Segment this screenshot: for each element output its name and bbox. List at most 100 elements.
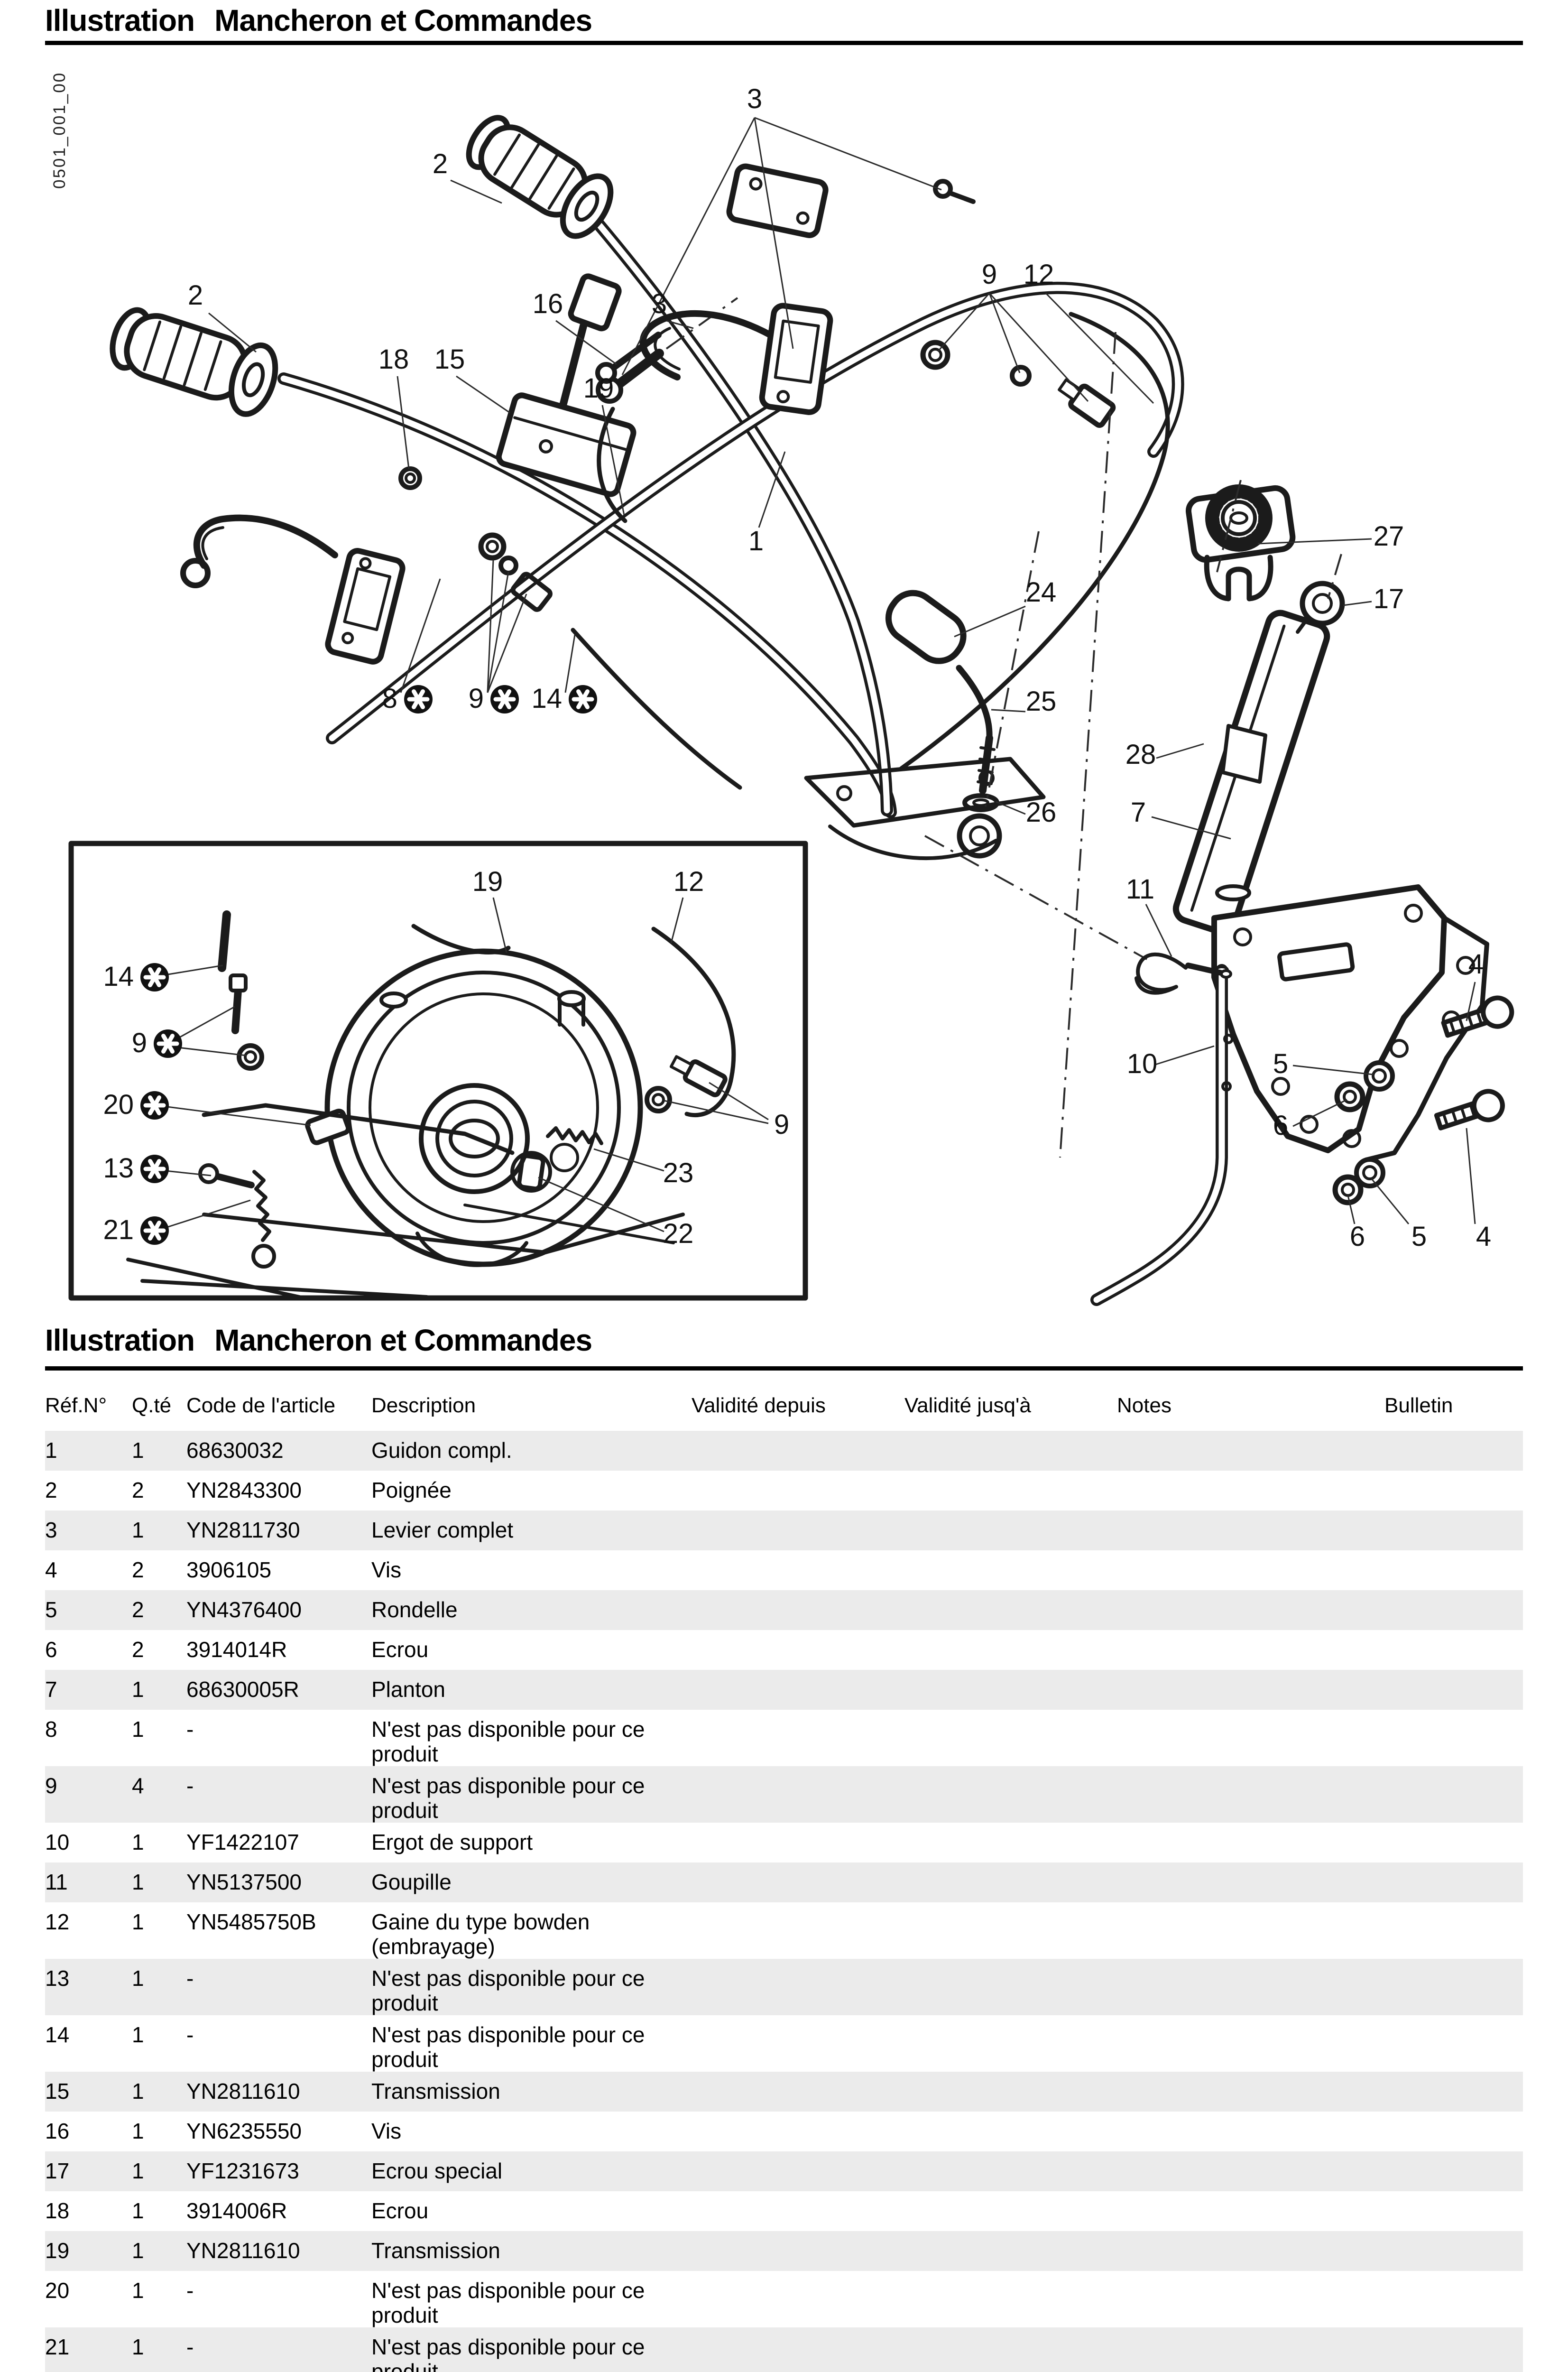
callout-label: 6 <box>1273 1110 1288 1141</box>
inset-detail-box <box>68 841 808 1301</box>
cell-ref: 2 <box>45 1478 57 1502</box>
cell-qty: 2 <box>132 1478 144 1502</box>
callout-label: 26 <box>1026 797 1057 828</box>
cell-description: N'est pas disponible pour ce produit <box>371 1966 645 2015</box>
cell-code: 68630005R <box>186 1677 299 1702</box>
cell-code: YN2811610 <box>186 2238 300 2263</box>
cell-description: Vis <box>371 1557 402 1582</box>
callout-label: 3 <box>652 288 667 319</box>
cell-qty: 1 <box>132 2022 144 2047</box>
table-row: 16 1 YN6235550 Vis <box>45 2112 1523 2151</box>
title-subject: Mancheron et Commandes <box>214 3 592 37</box>
table-row: 19 1 YN2811610 Transmission <box>45 2231 1523 2271</box>
column-header-description: Description <box>371 1394 476 1417</box>
lever-left-assembly <box>180 466 422 665</box>
callout-label: 11 <box>1126 874 1154 905</box>
table-row: 21 1 - N'est pas disponible pour ce prod… <box>45 2327 1523 2372</box>
cell-description: Vis <box>371 2119 402 2143</box>
callout-label: 4 <box>1476 1221 1491 1252</box>
callout-label: 15 <box>434 344 465 375</box>
cell-description: Ecrou <box>371 1637 429 1662</box>
table-row: 13 1 - N'est pas disponible pour ce prod… <box>45 1959 1523 2015</box>
cell-qty: 1 <box>132 1909 144 1934</box>
cell-code: 3914014R <box>186 1637 287 1662</box>
table-row: 3 1 YN2811730 Levier complet <box>45 1510 1523 1550</box>
cell-description: Ecrou special <box>371 2159 503 2183</box>
cell-description: Ergot de support <box>371 1830 533 1854</box>
callout-label: 12 <box>1024 259 1054 290</box>
cell-code: YN5485750B <box>186 1909 316 1934</box>
callout-label: 9 <box>774 1109 789 1140</box>
table-row: 4 2 3906105 Vis <box>45 1550 1523 1590</box>
page-title: Illustration Mancheron et Commandes <box>45 3 592 38</box>
cell-description: Levier complet <box>371 1518 514 1542</box>
cell-qty: 2 <box>132 1597 144 1622</box>
callout-label: 12 <box>673 866 704 897</box>
callout-label: 8 <box>382 683 397 714</box>
cell-code: - <box>186 1966 194 1991</box>
table-row: 6 2 3914014R Ecrou <box>45 1630 1523 1670</box>
callout-label: 1 <box>748 526 764 556</box>
column-header-bulletin: Bulletin <box>1384 1394 1453 1417</box>
cell-ref: 8 <box>45 1717 57 1742</box>
cell-code: YN4376400 <box>186 1597 302 1622</box>
callout-label: 21 <box>103 1214 134 1245</box>
cell-description: N'est pas disponible pour ce produit <box>371 2022 645 2072</box>
cell-ref: 19 <box>45 2238 70 2263</box>
callout-label: 13 <box>103 1153 134 1184</box>
cell-qty: 1 <box>132 1966 144 1991</box>
callout-label: 20 <box>103 1089 134 1120</box>
cell-ref: 1 <box>45 1438 57 1463</box>
callout-label: 28 <box>1125 739 1156 770</box>
callout-label: 14 <box>531 683 562 714</box>
title-illustration-label: Illustration <box>45 3 195 37</box>
table-row: 8 1 - N'est pas disponible pour ce produ… <box>45 1710 1523 1766</box>
column-header-valid-to: Validité jusq'à <box>904 1394 1031 1417</box>
grip-top <box>466 115 614 239</box>
cell-ref: 18 <box>45 2198 70 2223</box>
table-row: 2 2 YN2843300 Poignée <box>45 1471 1523 1510</box>
cell-description: Goupille <box>371 1870 452 1894</box>
cell-description: Guidon compl. <box>371 1438 512 1463</box>
cell-qty: 1 <box>132 2335 144 2359</box>
cell-qty: 2 <box>132 1637 144 1662</box>
table-row: 15 1 YN2811610 Transmission <box>45 2072 1523 2112</box>
callout-label: 22 <box>663 1218 694 1249</box>
cell-description: Poignée <box>371 1478 452 1502</box>
cell-ref: 17 <box>45 2159 70 2183</box>
callout-label: 19 <box>583 373 614 404</box>
cell-qty: 2 <box>132 1557 144 1582</box>
callout-label: 17 <box>1374 584 1404 614</box>
cell-code: - <box>186 2278 194 2303</box>
cell-code: - <box>186 2022 194 2047</box>
cell-code: - <box>186 2335 194 2359</box>
cell-ref: 3 <box>45 1518 57 1542</box>
callout-label: 27 <box>1374 521 1404 552</box>
cell-qty: 1 <box>132 1438 144 1463</box>
cell-description: N'est pas disponible pour ce produit <box>371 1717 645 1766</box>
callout-label: 3 <box>747 83 762 114</box>
table-row: 10 1 YF1422107 Ergot de support <box>45 1823 1523 1862</box>
cell-qty: 1 <box>132 2278 144 2303</box>
column-header-notes: Notes <box>1117 1394 1171 1417</box>
table-header-row: Réf.N° Q.té Code de l'article Descriptio… <box>45 1385 1523 1431</box>
cables <box>571 312 1170 790</box>
cell-qty: 1 <box>132 2079 144 2103</box>
cell-qty: 1 <box>132 1518 144 1542</box>
callout-label: 24 <box>1026 577 1057 608</box>
table-row: 20 1 - N'est pas disponible pour ce prod… <box>45 2271 1523 2327</box>
callout-label: 9 <box>469 683 484 714</box>
cell-qty: 1 <box>132 1717 144 1742</box>
cell-qty: 1 <box>132 1830 144 1854</box>
callout-label: 10 <box>1127 1048 1158 1079</box>
fasteners-9-group <box>478 340 1116 612</box>
table-row: 7 1 68630005R Planton <box>45 1670 1523 1710</box>
table-row: 5 2 YN4376400 Rondelle <box>45 1590 1523 1630</box>
cell-ref: 5 <box>45 1597 57 1622</box>
lever-mid-assembly <box>639 303 833 415</box>
table-row: 17 1 YF1231673 Ecrou special <box>45 2151 1523 2191</box>
cell-qty: 1 <box>132 2198 144 2223</box>
